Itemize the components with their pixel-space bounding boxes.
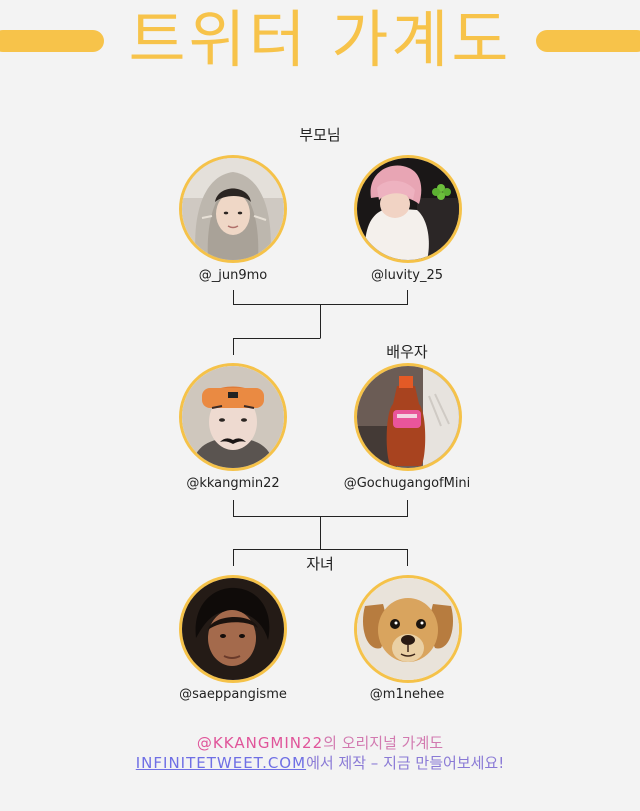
parent1-handle[interactable]: @_jun9mo [198, 268, 268, 283]
child2-handle[interactable]: @m1nehee [369, 687, 445, 702]
self-handle[interactable]: @kkangmin22 [186, 476, 280, 491]
puppy-icon [357, 578, 459, 680]
children-label: 자녀 [306, 555, 334, 573]
footer-line-2: INFINITETWEET.COM에서 제작 – 지금 만들어보세요! [0, 753, 640, 773]
hooded-boy-avatar[interactable] [179, 155, 287, 263]
dark-selfie-avatar[interactable] [179, 575, 287, 683]
puppy-avatar[interactable] [354, 575, 462, 683]
page-title: 트위터 가계도 [128, 3, 512, 76]
title-bar-right [536, 30, 640, 52]
footer-site-link[interactable]: INFINITETWEET.COM [135, 754, 307, 772]
parent2-handle[interactable]: @luvity_25 [371, 268, 443, 283]
title-bar-left [0, 30, 104, 52]
orange-beanie-icon [182, 366, 284, 468]
spouse-handle[interactable]: @GochugangofMini [343, 476, 471, 491]
pink-hair-avatar[interactable] [354, 155, 462, 263]
spouse-label: 배우자 [386, 343, 428, 361]
footer-line-1: @KKANGMIN22의 오리지널 가계도 [0, 733, 640, 753]
footer-mention[interactable]: @KKANGMIN22 [196, 734, 324, 752]
gochujang-bottle-avatar[interactable] [354, 363, 462, 471]
children-connector [233, 549, 408, 566]
dark-selfie-icon [182, 578, 284, 680]
parents-label: 부모님 [299, 126, 341, 144]
parents-connector [233, 290, 408, 305]
child1-handle[interactable]: @saeppangisme [179, 687, 287, 702]
pink-hair-icon [357, 158, 459, 260]
hooded-boy-icon [182, 158, 284, 260]
couple-connector [233, 500, 408, 517]
orange-beanie-avatar[interactable] [179, 363, 287, 471]
footer-line2-suffix: 에서 제작 – 지금 만들어보세요! [306, 754, 505, 772]
gochujang-bottle-icon [357, 366, 459, 468]
footer-line1-suffix: 의 오리지널 가계도 [323, 734, 444, 752]
self-drop [233, 338, 321, 355]
